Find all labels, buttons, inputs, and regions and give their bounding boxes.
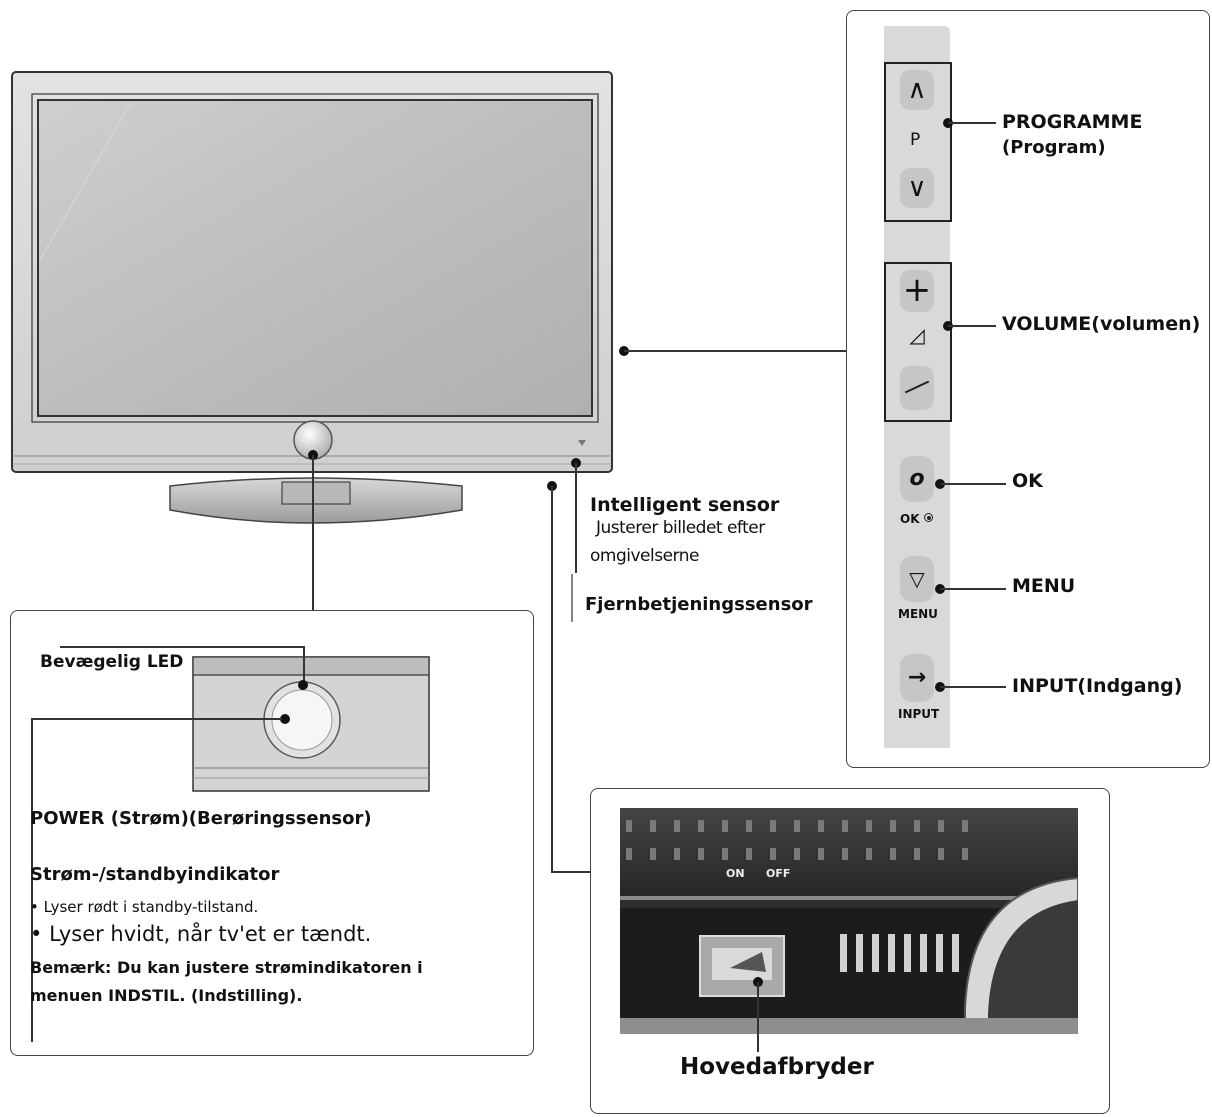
programme-button-group — [884, 62, 952, 222]
main-switch-photo — [620, 808, 1078, 1034]
volume-down-button[interactable] — [900, 366, 934, 410]
tv-screen — [37, 99, 593, 417]
input-button-label: INPUT — [898, 707, 940, 721]
programme-label: PROGRAMME — [1002, 111, 1143, 133]
menu-button-label: MENU — [898, 607, 938, 621]
intelligent-sensor-desc-2: omgivelserne — [590, 546, 699, 566]
ok-inner-dot — [927, 516, 931, 520]
moving-led-label: Bevægelig LED — [40, 652, 184, 672]
ok-button-label: OK — [900, 512, 920, 526]
volume-icon: ◿ — [909, 323, 925, 347]
remote-sensor-label: Fjernbetjeningssensor — [585, 594, 813, 615]
intelligent-sensor-label: Intelligent sensor — [590, 494, 780, 516]
programme-down-button[interactable]: ∨ — [900, 168, 934, 208]
power-button-closeup — [192, 656, 430, 792]
programme-p-label: P — [910, 130, 921, 150]
volume-label: VOLUME(volumen) — [1002, 313, 1201, 335]
main-switch-label: Hovedafbryder — [680, 1054, 874, 1080]
programme-up-button[interactable]: ∧ — [900, 70, 934, 110]
input-button[interactable]: → — [900, 654, 934, 702]
ok-circle-icon — [924, 513, 933, 522]
intelligent-sensor-desc-1: Justerer billedet efter — [596, 518, 765, 538]
note-line-2: menuen INDSTIL. (Indstilling). — [30, 986, 303, 1005]
note-line-1: Bemærk: Du kan justere strømindikatoren … — [30, 958, 423, 977]
volume-button-group — [884, 262, 952, 422]
indicator-bullet-1: • Lyser rødt i standby-tilstand. — [30, 898, 259, 916]
switch-on-label: ON — [726, 867, 745, 880]
input-label: INPUT(Indgang) — [1012, 675, 1183, 697]
volume-up-button[interactable]: + — [900, 270, 934, 312]
ok-button[interactable]: o — [900, 456, 934, 502]
ok-label: OK — [1012, 470, 1043, 492]
switch-off-label: OFF — [766, 867, 791, 880]
programme-sublabel: (Program) — [1002, 137, 1106, 158]
tv-illustration — [11, 71, 613, 524]
menu-button[interactable]: ▽ — [900, 556, 934, 602]
menu-label: MENU — [1012, 575, 1076, 597]
power-label: POWER (Strøm)(Berøringssensor) — [30, 808, 372, 829]
indicator-title: Strøm-/standbyindikator — [30, 864, 280, 885]
indicator-bullet-2: • Lyser hvidt, når tv'et er tændt. — [30, 922, 372, 946]
